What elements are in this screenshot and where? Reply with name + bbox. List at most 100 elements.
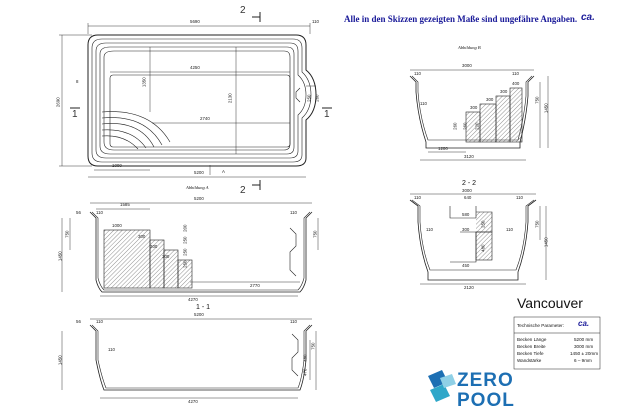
dim-22-center-top: 640 bbox=[464, 195, 472, 200]
marker-a: A bbox=[222, 169, 225, 174]
detail-b-section bbox=[409, 69, 549, 161]
dim-a-right-edge: 110 bbox=[290, 210, 297, 215]
dim-22-top: 3000 bbox=[462, 188, 472, 193]
dim-b-s3: 300 bbox=[486, 97, 494, 102]
param-row-label: Becken Tiefe bbox=[517, 351, 544, 356]
dim-b-s1: 400 bbox=[512, 81, 520, 86]
dim-a-left-h-a: 750 bbox=[64, 230, 70, 238]
dim-plan-bench-h: 1350 bbox=[141, 77, 147, 88]
dim-a-bench: 2770 bbox=[250, 283, 260, 288]
dim-plan-small-left: 8 bbox=[76, 79, 79, 84]
dim-a-left-a: 1585 bbox=[120, 202, 130, 207]
dim-a-right-h: 750 bbox=[312, 230, 318, 238]
dim-b-height-b: 1450 bbox=[543, 103, 549, 114]
section-mark-2-top: 2 bbox=[240, 5, 246, 16]
dim-a-step-1000: 1000 bbox=[112, 223, 122, 228]
dim-22-wall-l: 110 bbox=[426, 227, 433, 232]
dim-22-wall-r: 110 bbox=[506, 227, 513, 232]
param-row-value: 5200 mm bbox=[574, 337, 594, 342]
param-row-value: 3000 mm bbox=[574, 344, 594, 349]
info-box-frame bbox=[513, 316, 601, 370]
params-brand-mark: ca. bbox=[578, 319, 590, 328]
dim-a-small: 56 bbox=[76, 210, 81, 215]
dim-a-bottom: 4270 bbox=[188, 297, 198, 302]
dim-a-v2: 250 bbox=[182, 236, 188, 244]
dim-a-s3: 300 bbox=[162, 254, 170, 259]
params-title: Technische Parameter: bbox=[517, 323, 564, 328]
dim-b-s2: 300 bbox=[500, 89, 508, 94]
dim-22-right-edge: 110 bbox=[516, 195, 523, 200]
dim-b-s4: 300 bbox=[470, 105, 478, 110]
dim-11-r3: 470 bbox=[302, 368, 308, 376]
header-note: Alle in den Skizzen gezeigten Maße sind … bbox=[344, 14, 578, 24]
dim-plan-bottom-total: 5200 bbox=[194, 170, 204, 175]
dim-plan-top-total: 5690 bbox=[190, 19, 200, 24]
model-name: Vancouver bbox=[517, 295, 583, 311]
dim-b-d2: 260 bbox=[462, 122, 468, 130]
section-mark-1-right: 1 bbox=[324, 109, 330, 120]
dim-22-mid-a: 300 bbox=[462, 227, 470, 232]
dim-11-height: 1450 bbox=[57, 355, 63, 366]
section-1-1 bbox=[61, 318, 317, 399]
plan-view-outline bbox=[87, 34, 317, 167]
dim-a-v1: 200 bbox=[182, 224, 188, 232]
param-row-value: 1450 ± 20mm bbox=[570, 351, 599, 356]
dim-b-right-edge: 110 bbox=[512, 71, 519, 76]
dim-22-step-h: 480 bbox=[480, 244, 486, 252]
dim-b-bottom-a: 1200 bbox=[438, 146, 448, 151]
dim-11-bottom: 4270 bbox=[188, 399, 198, 404]
section-a bbox=[61, 202, 319, 297]
dim-plan-step-right-1: 250 bbox=[306, 94, 312, 102]
dim-a-v3: 250 bbox=[182, 248, 188, 256]
zeropool-logo-mark bbox=[428, 370, 456, 402]
dim-b-bottom-b: 3120 bbox=[464, 154, 474, 159]
dim-11-small: 56 bbox=[76, 319, 81, 324]
dim-22-left-edge: 110 bbox=[414, 195, 421, 200]
dim-11-left-edge: 110 bbox=[96, 319, 103, 324]
dim-b-wall: 110 bbox=[420, 101, 427, 106]
dim-plan-step-left: 1000 bbox=[112, 163, 122, 168]
dim-b-top: 3000 bbox=[462, 63, 472, 68]
dim-a-left-h-b: 1450 bbox=[57, 251, 63, 262]
dim-a-v4: 250 bbox=[182, 260, 188, 268]
caption-abbildung-a: Abbildung A bbox=[186, 185, 209, 190]
dim-plan-bench-w: 2740 bbox=[200, 116, 210, 121]
plan-view-dimension-lines bbox=[59, 12, 332, 190]
param-row-label: Wandstärke bbox=[517, 358, 542, 363]
section-2-2-title: 2 - 2 bbox=[462, 180, 477, 187]
dim-11-r1: 750 bbox=[310, 342, 316, 350]
dim-a-s2: 300 bbox=[150, 244, 158, 249]
dim-b-left-edge: 110 bbox=[414, 71, 421, 76]
dim-22-low-w: 450 bbox=[462, 263, 470, 268]
caption-abbildung-b: Abbildung B bbox=[458, 45, 481, 50]
dim-22-height-a: 750 bbox=[534, 220, 540, 228]
logo-zero-text: ZERO bbox=[457, 370, 514, 391]
dim-b-d3: 260 bbox=[452, 122, 458, 130]
dim-11-r2: 480 bbox=[302, 354, 308, 362]
dim-plan-inner-height: 2130 bbox=[227, 93, 233, 104]
section-1-1-title: 1 - 1 bbox=[196, 304, 211, 311]
dim-plan-left-height: 2690 bbox=[55, 97, 61, 108]
dim-11-step: 110 bbox=[108, 347, 115, 352]
dim-a-s1: 300 bbox=[138, 234, 146, 239]
logo-pool-text: POOL bbox=[457, 390, 515, 411]
dim-22-height-b: 1450 bbox=[543, 237, 549, 248]
param-row-value: 6 – 9mm bbox=[574, 358, 592, 363]
dim-11-right-edge: 110 bbox=[290, 319, 297, 324]
dim-b-d1: 220 bbox=[474, 122, 480, 130]
param-row-label: Becken Länge bbox=[517, 337, 547, 342]
dim-22-inner-w: 580 bbox=[462, 212, 470, 217]
dim-11-top-total: 5200 bbox=[194, 312, 204, 317]
dim-plan-top-right: 110 bbox=[312, 19, 319, 24]
dim-a-left-edge: 110 bbox=[96, 210, 103, 215]
dim-plan-step-right-2: 260 bbox=[314, 94, 320, 102]
dim-b-height-a: 750 bbox=[534, 96, 540, 104]
dim-22-mid-b: 250 bbox=[480, 220, 486, 228]
section-mark-1-left: 1 bbox=[72, 109, 78, 120]
dim-22-bottom: 2120 bbox=[464, 285, 474, 290]
brand-mark: ca. bbox=[581, 12, 595, 23]
dim-a-top-total: 5200 bbox=[194, 196, 204, 201]
section-2-2 bbox=[409, 193, 547, 285]
